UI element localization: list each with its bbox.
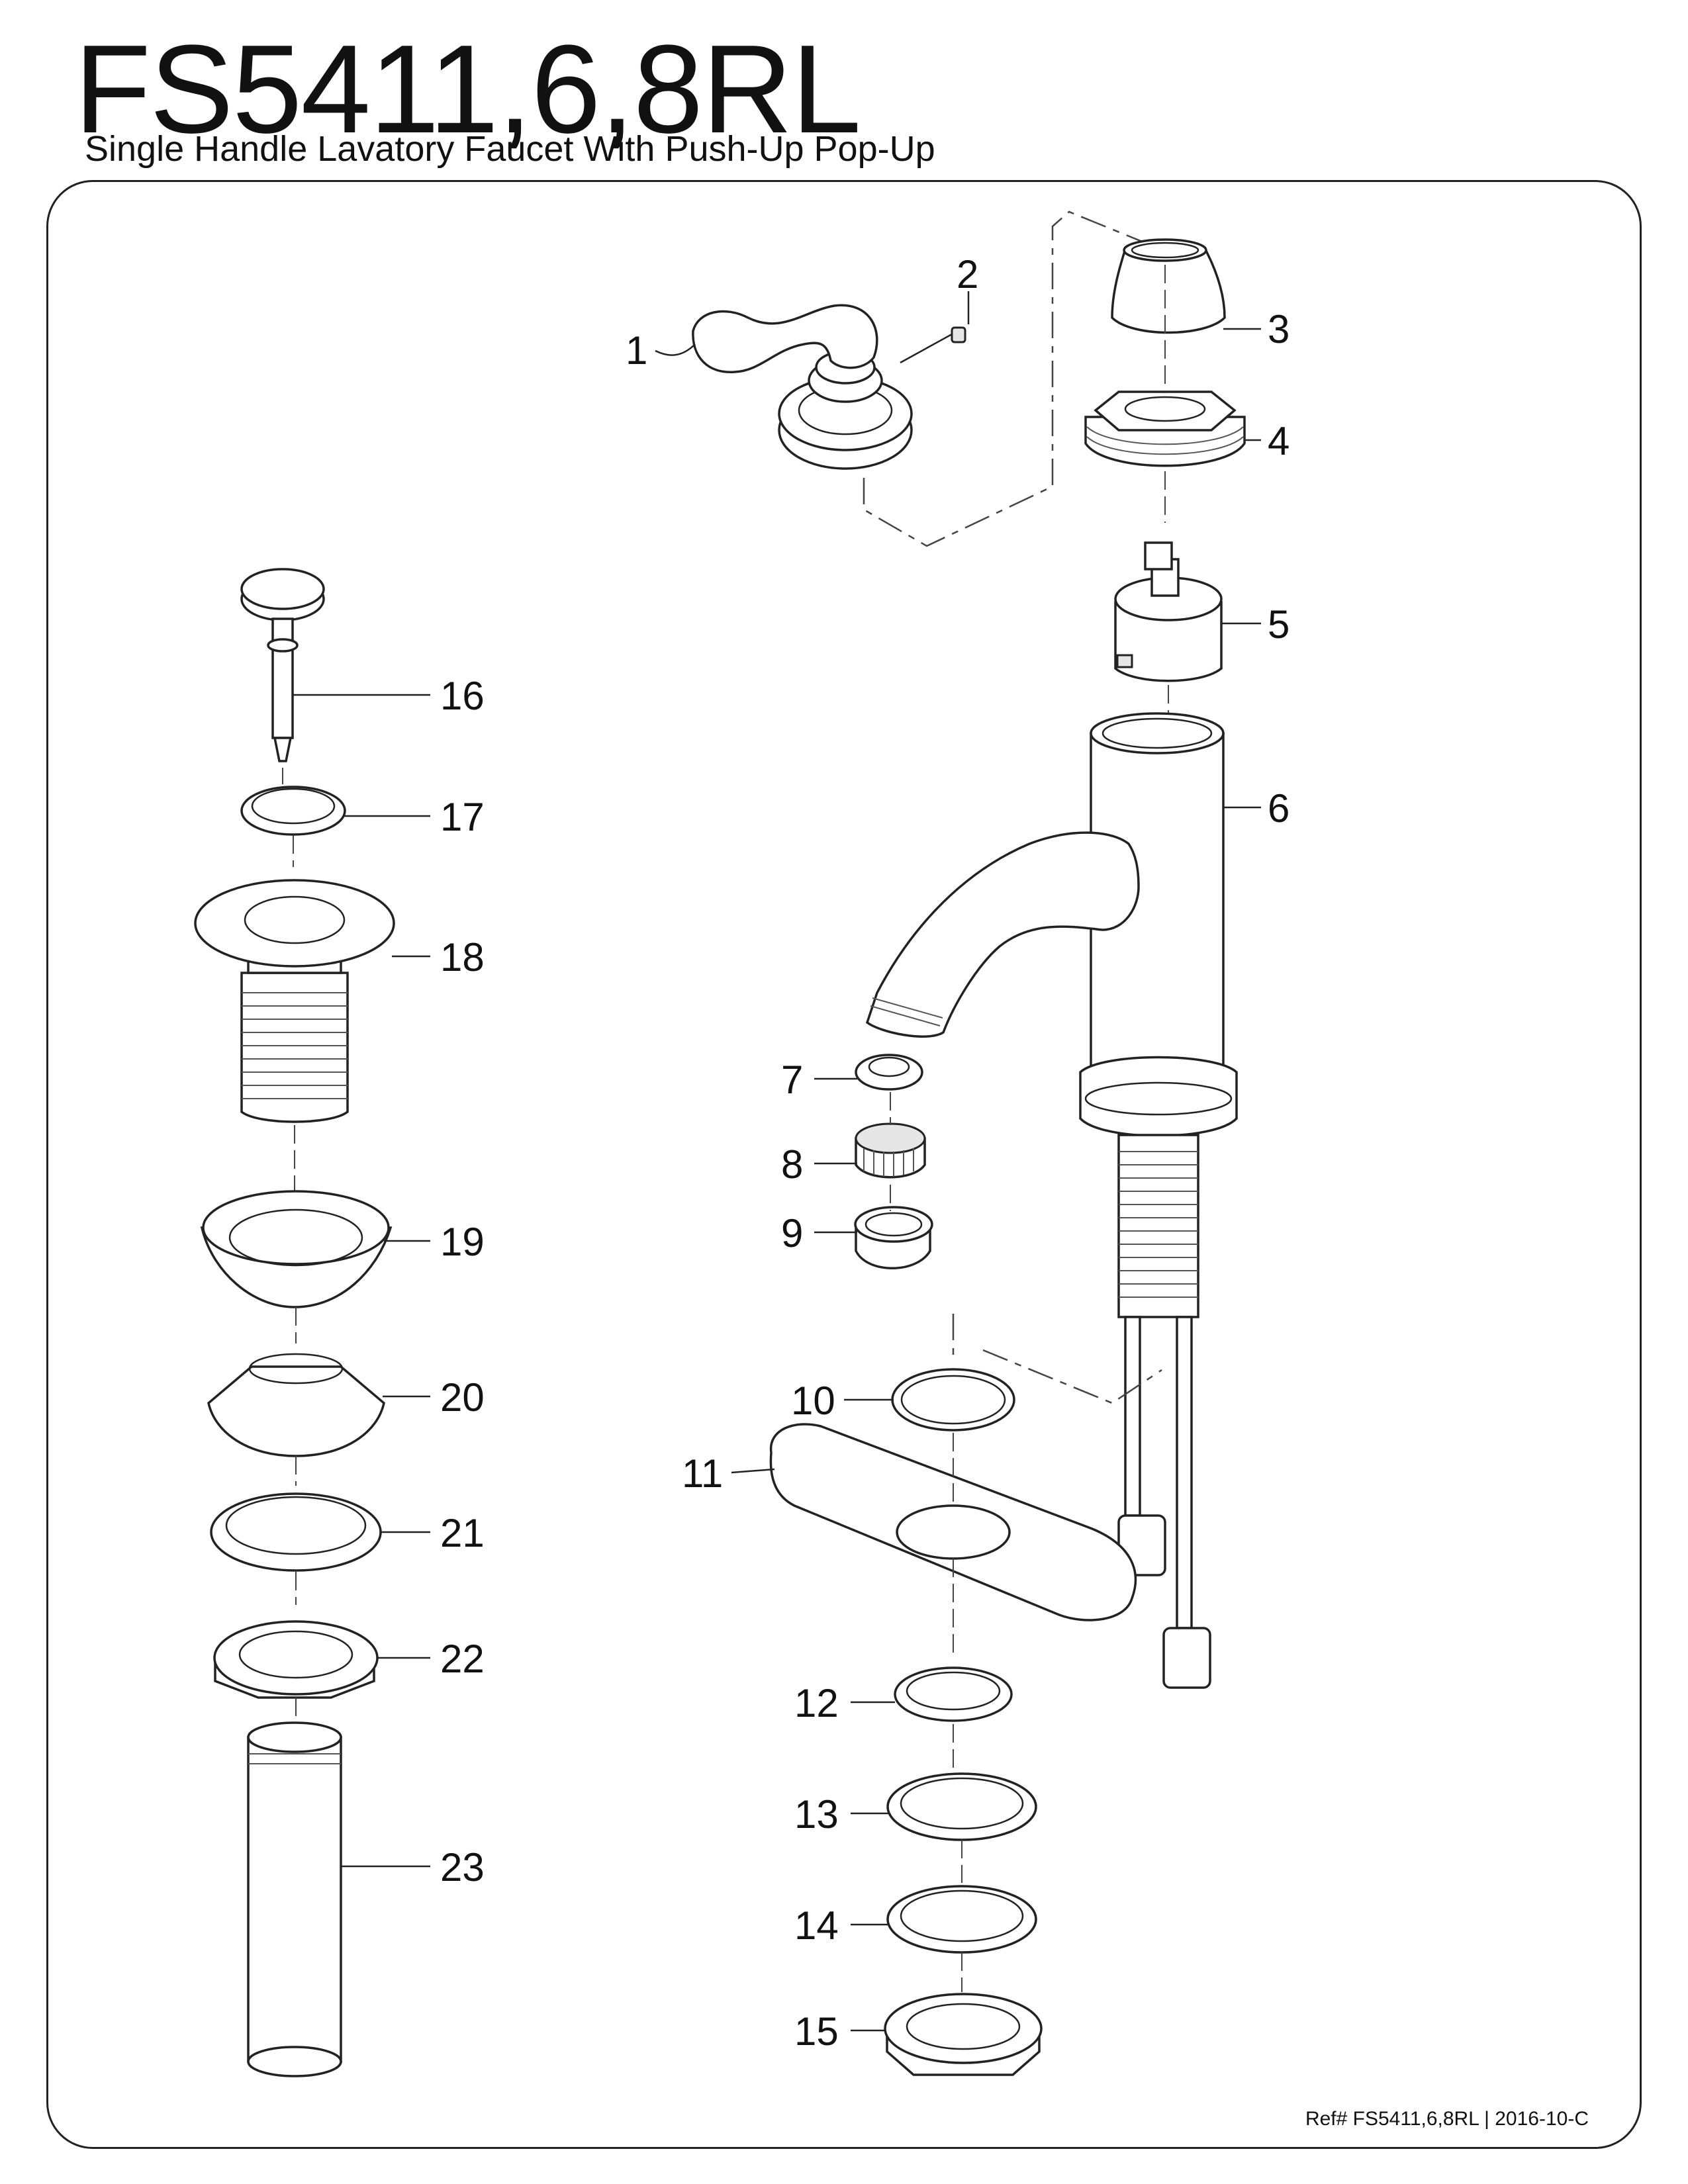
part-3-cap: [1111, 238, 1226, 334]
part-19-flange: [200, 1190, 393, 1308]
callout-18: 18: [440, 935, 485, 979]
callout-19: 19: [440, 1220, 485, 1264]
callout-11: 11: [682, 1451, 723, 1496]
callout-22: 22: [440, 1637, 485, 1681]
callout-14: 14: [794, 1903, 839, 1948]
callout-3: 3: [1268, 307, 1289, 351]
callout-10: 10: [791, 1379, 835, 1423]
part-14-washer: [886, 1885, 1037, 1954]
reference-number: Ref# FS5411,6,8RL | 2016-10-C: [1305, 2108, 1589, 2130]
leader-lines: [293, 291, 1261, 2032]
callout-16: 16: [440, 674, 485, 718]
part-22-locknut: [213, 1620, 379, 1699]
callout-21: 21: [440, 1511, 485, 1555]
callout-5: 5: [1268, 602, 1289, 647]
part-10-gasket: [891, 1368, 1015, 1432]
callout-2: 2: [957, 252, 978, 296]
callout-9: 9: [781, 1211, 803, 1255]
callout-6: 6: [1268, 786, 1289, 831]
part-15-mounting-nut: [884, 1993, 1043, 2076]
diagram-frame: [46, 180, 1642, 2149]
part-9-aerator-housing: [854, 1206, 933, 1269]
part-4-bonnet-nut: [1084, 390, 1246, 467]
page-title: FS5411,6,8RL: [74, 19, 861, 159]
part-6-faucet-body: [865, 712, 1238, 1689]
part-13-washer: [886, 1772, 1037, 1841]
part-2-set-screw: [900, 326, 966, 364]
part-8-aerator: [855, 1122, 926, 1179]
callout-17: 17: [440, 795, 485, 839]
part-12-washer: [894, 1666, 1013, 1722]
part-7-washer: [855, 1054, 923, 1091]
page-subtitle: Single Handle Lavatory Faucet With Push-…: [85, 129, 935, 169]
part-16-stopper: [240, 568, 325, 762]
callout-4: 4: [1268, 419, 1289, 463]
part-5-cartridge: [1114, 541, 1223, 682]
callout-1: 1: [626, 328, 647, 373]
part-18-drain-body: [194, 879, 395, 1123]
callout-12: 12: [794, 1681, 839, 1725]
part-20-cone-washer: [207, 1353, 385, 1457]
part-11-deck-plate: [769, 1423, 1137, 1621]
callout-20: 20: [440, 1375, 485, 1420]
callout-23: 23: [440, 1845, 485, 1889]
callout-8: 8: [781, 1142, 803, 1187]
callout-15: 15: [794, 2009, 839, 2054]
callout-13: 13: [794, 1792, 839, 1837]
part-23-tailpiece: [247, 1721, 342, 2077]
part-17-o-ring: [240, 786, 346, 836]
part-21-friction-washer: [210, 1492, 382, 1572]
part-1-handle: [692, 304, 913, 470]
callout-7: 7: [781, 1058, 803, 1102]
